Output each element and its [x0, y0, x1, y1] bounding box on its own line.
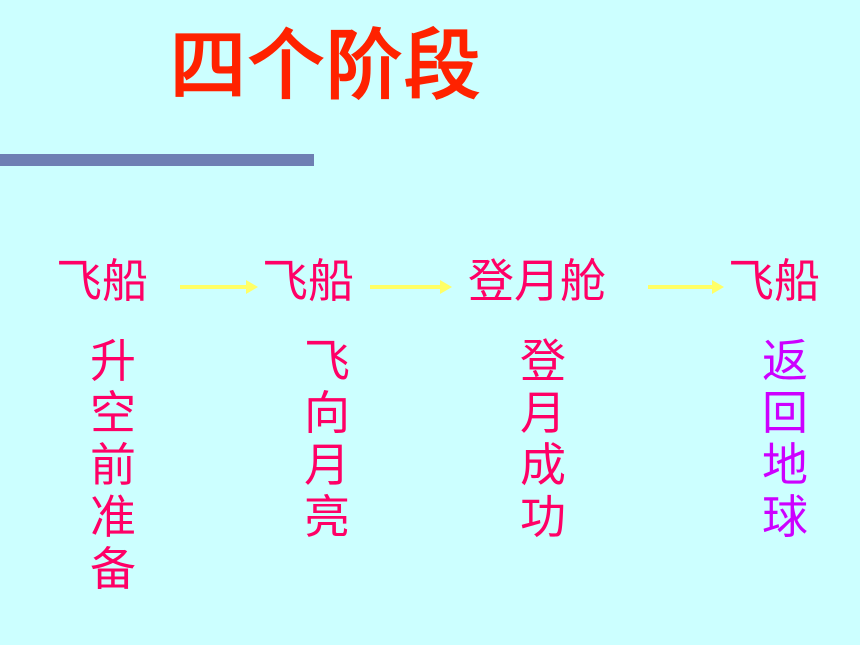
stage-1-description: 升 空 前 准 备	[90, 334, 136, 596]
stage-4-description: 返 回 地 球	[762, 334, 808, 544]
stage-2-label: 飞船	[262, 254, 354, 308]
slide-title: 四个阶段	[170, 21, 482, 110]
stage-2-description: 飞 向 月 亮	[304, 334, 350, 544]
stage-4-label: 飞船	[728, 254, 820, 308]
title-underline-bar	[0, 154, 314, 166]
arrow-right-icon	[648, 280, 724, 294]
stage-3-description: 登 月 成 功	[520, 334, 566, 544]
stage-3-label: 登月舱	[468, 254, 606, 308]
stage-1-label: 飞船	[56, 254, 148, 308]
arrow-right-icon	[370, 280, 452, 294]
arrow-right-icon	[180, 280, 258, 294]
